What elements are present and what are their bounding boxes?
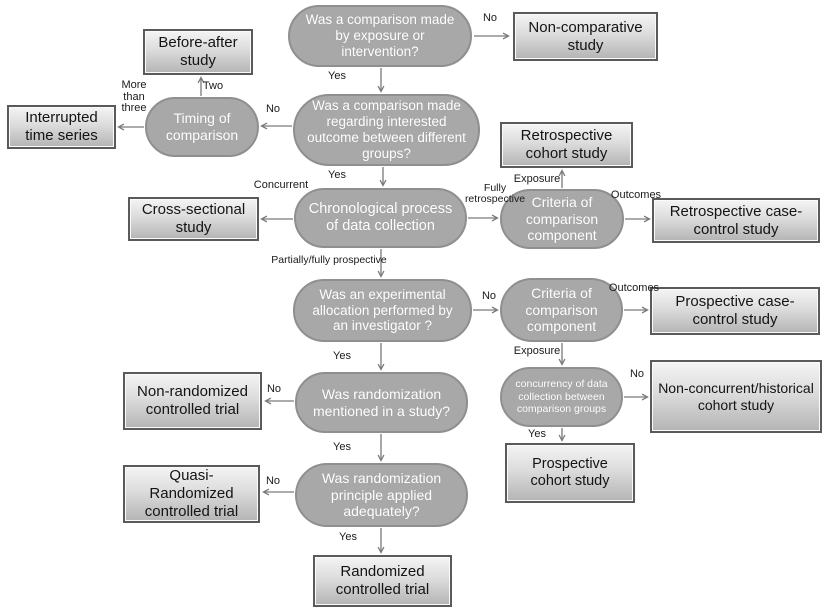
- edge-label-outcomes-retrospective: Outcomes: [610, 189, 662, 201]
- edge-label-outcomes-prospective: Outcomes: [608, 282, 660, 294]
- edge-label-no-experimental: No: [481, 290, 497, 302]
- edge-label-yes-principle: Yes: [339, 531, 357, 543]
- edge-label-no-concurrency: No: [629, 368, 645, 380]
- decision-concurrency-of-data-collection: concurrency of data collection between c…: [500, 367, 623, 427]
- decision-randomization-principle: Was randomization principle applied adeq…: [295, 463, 468, 527]
- edge-label-no-principle: No: [265, 475, 281, 487]
- edge-label-yes-concurrency: Yes: [528, 428, 546, 440]
- decision-criteria-comparison-prospective: Criteria of comparison component: [500, 278, 623, 342]
- edge-label-yes-randomization: Yes: [333, 441, 351, 453]
- edge-label-fully-retrospective: Fully retrospective: [464, 182, 526, 206]
- decision-outcome-between-groups: Was a comparison made regarding interest…: [293, 94, 480, 166]
- outcome-non-comparative-study: Non-comparative study: [513, 12, 658, 61]
- decision-comparison-by-exposure: Was a comparison made by exposure or int…: [288, 5, 472, 67]
- outcome-non-randomized-controlled-trial: Non-randomized controlled trial: [123, 372, 262, 430]
- decision-criteria-comparison-retrospective: Criteria of comparison component: [500, 189, 624, 249]
- outcome-cross-sectional-study: Cross-sectional study: [128, 197, 259, 241]
- edge-label-more-than-three: More than three: [121, 79, 147, 115]
- edge-label-yes-comparison: Yes: [328, 70, 346, 82]
- outcome-prospective-case-control-study: Prospective case-control study: [650, 287, 820, 335]
- outcome-interrupted-time-series: Interrupted time series: [7, 105, 116, 149]
- edge-label-exposure-retrospective: Exposure: [513, 173, 561, 185]
- outcome-prospective-cohort-study: Prospective cohort study: [505, 443, 635, 503]
- outcome-before-after-study: Before-after study: [143, 29, 253, 75]
- edge-label-yes-outcome: Yes: [328, 169, 346, 181]
- decision-timing-of-comparison: Timing of comparison: [145, 97, 259, 157]
- edge-label-yes-experimental: Yes: [333, 350, 351, 362]
- outcome-randomized-controlled-trial: Randomized controlled trial: [313, 555, 452, 607]
- outcome-quasi-randomized-controlled-trial: Quasi-Randomized controlled trial: [123, 465, 260, 523]
- outcome-non-concurrent-historical-cohort-study: Non-concurrent/historical cohort study: [650, 360, 822, 433]
- outcome-retrospective-cohort-study: Retrospective cohort study: [500, 122, 633, 168]
- edge-label-no-comparison: No: [482, 12, 498, 24]
- edge-label-concurrent: Concurrent: [253, 179, 309, 191]
- edge-label-no-randomization: No: [266, 383, 282, 395]
- edge-label-two: Two: [202, 80, 224, 92]
- decision-chronological-process: Chronological process of data collection: [294, 188, 467, 248]
- outcome-retrospective-case-control-study: Retrospective case-control study: [652, 198, 820, 243]
- decision-experimental-allocation: Was an experimental allocation performed…: [293, 279, 472, 342]
- edge-label-no-outcome: No: [265, 103, 281, 115]
- decision-randomization-mentioned: Was randomization mentioned in a study?: [295, 372, 468, 433]
- edge-label-partially-fully-prospective: Partially/fully prospective: [271, 254, 387, 266]
- edge-label-exposure-prospective: Exposure: [513, 345, 561, 357]
